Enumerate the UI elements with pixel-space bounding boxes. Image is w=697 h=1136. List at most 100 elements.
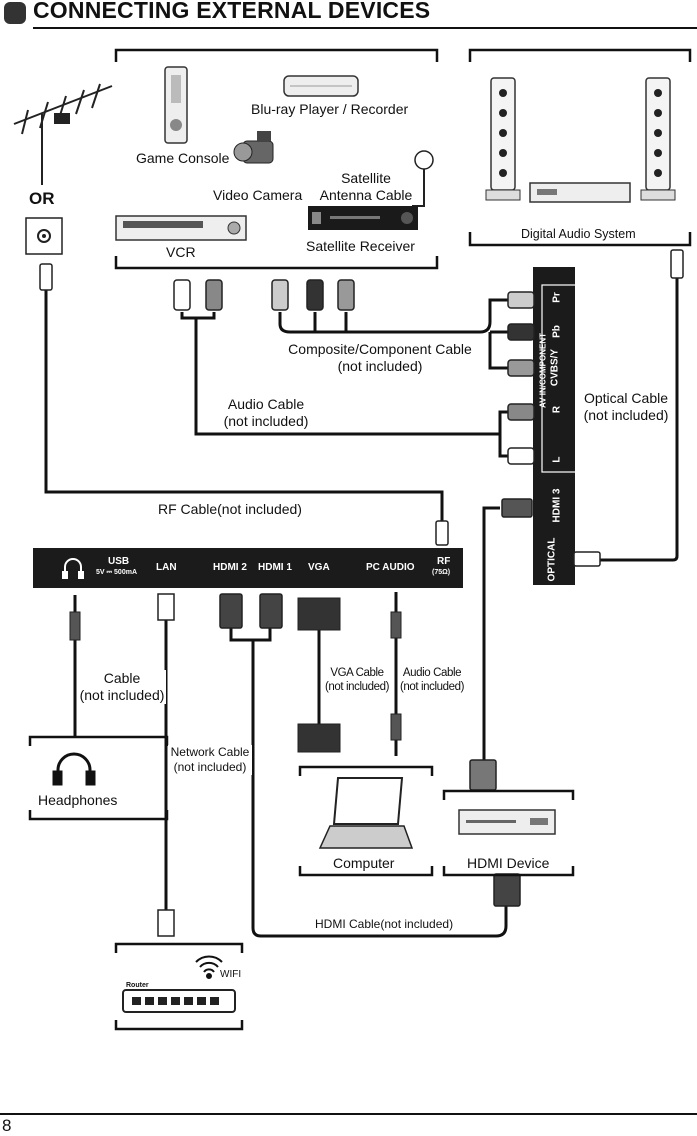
hdmi-device-bracket-bottom [442,866,575,877]
network-cable-line2: (not included) [173,760,247,774]
bottom-port-panel [33,548,463,588]
wifi-label: WIFI [220,969,242,980]
headphone-cable-line2: (not included) [79,687,165,703]
video-camera-icon [233,131,274,164]
wifi-icon [195,955,223,979]
composite-cable-line1: Composite/Component Cable [288,341,472,357]
computer-bracket-top [298,765,434,776]
outlet-pin-icon [42,234,46,238]
bluray-label: Blu-ray Player / Recorder [251,101,409,117]
satellite-receiver-icon [308,206,418,230]
hdmi-plug-icon [493,873,521,907]
pc-audio-cable-label: Audio Cable (not included) [398,666,466,694]
rf-plug-icon [39,263,53,291]
optical-cable-line2: (not included) [583,407,669,423]
speaker-left-icon [485,77,521,201]
audio-system-bracket-bottom [468,232,692,247]
port-label-usb: USB [108,556,130,567]
network-cable-label: Network Cable (not included) [168,745,252,775]
vga-plug-icon [297,723,341,753]
hdmi-device-bracket-top [442,789,575,800]
hdmi-plug-icon [469,759,497,791]
satellite-antenna-cable-label: Satellite Antenna Cable [318,170,414,204]
pc-audio-cable-line1: Audio Cable [402,667,462,679]
hdmi-cable-label: HDMI Cable(not included) [313,917,456,932]
optical-cable [598,276,679,562]
port-label-lan: LAN [156,562,177,573]
audio-cable-splitter [180,312,216,320]
port-label-cvbs: CVBS/Y [549,348,561,387]
antenna-or-label: OR [29,189,55,208]
port-label-hdmi2: HDMI 2 [213,562,247,573]
rca-plug-icon [271,279,535,377]
composite-cable-label: Composite/Component Cable (not included) [282,341,478,375]
headphones-label: Headphones [38,792,118,808]
hdmi-device-label: HDMI Device [467,855,550,871]
satellite-receiver-label: Satellite Receiver [306,238,415,254]
computer-bracket-bottom [298,866,434,877]
vga-plug-icon [297,597,341,631]
audio-cable-line1: Audio Cable [227,396,305,412]
hdmi3-cable [482,506,500,760]
port-label-vga: VGA [308,562,330,573]
av-in-group-outline [541,284,577,473]
port-label-usb-spec: 5V ⎓ 500mA [96,569,137,576]
sources-bracket-bottom [114,256,439,270]
digital-audio-system-label: Digital Audio System [521,227,636,241]
composite-cable-line2: (not included) [337,358,423,374]
port-label-rf-spec: (75Ω) [432,569,451,576]
headphones-bracket-top [28,735,169,746]
port-label-hdmi3: HDMI 3 [551,488,563,523]
satellite-antenna-cable-line1: Satellite [341,170,391,186]
vcr-icon [115,215,247,241]
headphone-cable-line1: Cable [103,670,141,686]
game-console-label: Game Console [136,150,230,166]
audio-cable-label: Audio Cable (not included) [216,396,316,430]
sources-bracket-top [114,48,439,62]
hdmi-cable [229,628,508,938]
laptop-icon [318,777,414,849]
network-cable-line1: Network Cable [170,745,250,759]
headphones-icon [52,752,96,786]
rf-cable-label: RF Cable(not included) [158,501,302,517]
optical-plug-icon [573,551,601,567]
audio-plug-icon [390,713,402,741]
title-bullet-icon [4,2,26,24]
audio-cable [194,318,510,458]
rf-plug-icon [435,520,449,546]
bluray-player-icon [283,75,359,97]
av-in-component-label: AV IN/COMPONENT [538,333,548,408]
computer-label: Computer [333,855,395,871]
optical-cable-label: Optical Cable (not included) [580,390,672,424]
audio-system-bracket-top [468,48,692,62]
port-label-pc-audio: PC AUDIO [366,562,415,573]
game-console-icon [164,66,188,144]
hdmi-plug-icon [219,593,243,629]
vcr-label: VCR [166,244,196,260]
headphones-bracket-bottom [28,810,169,821]
router-bracket-bottom [114,1020,244,1031]
hdmi-plug-icon [259,593,283,629]
audio-cable-line2: (not included) [223,413,309,429]
outlet-socket-icon [37,229,51,243]
port-label-pb: Pb [551,325,563,338]
port-label-r: R [551,405,563,414]
optical-plug-icon [670,249,684,279]
audio-plug-icon [390,611,402,639]
headphone-jack-icon [62,558,84,579]
audio-plug-icon [69,611,81,641]
vga-cable-label: VGA Cable (not included) [323,666,391,694]
pc-audio-cable-line2: (not included) [399,681,465,693]
audio-receiver-icon [529,182,631,203]
vga-cable-line2: (not included) [324,681,390,693]
title-divider [33,27,697,29]
speaker-right-icon [640,77,676,201]
port-label-l: L [551,456,563,463]
antenna-icon [13,83,113,185]
side-av-panel [533,267,575,585]
port-label-optical: OPTICAL [546,537,558,582]
page-number: 8 [2,1116,12,1135]
lan-plug-icon [157,909,175,937]
